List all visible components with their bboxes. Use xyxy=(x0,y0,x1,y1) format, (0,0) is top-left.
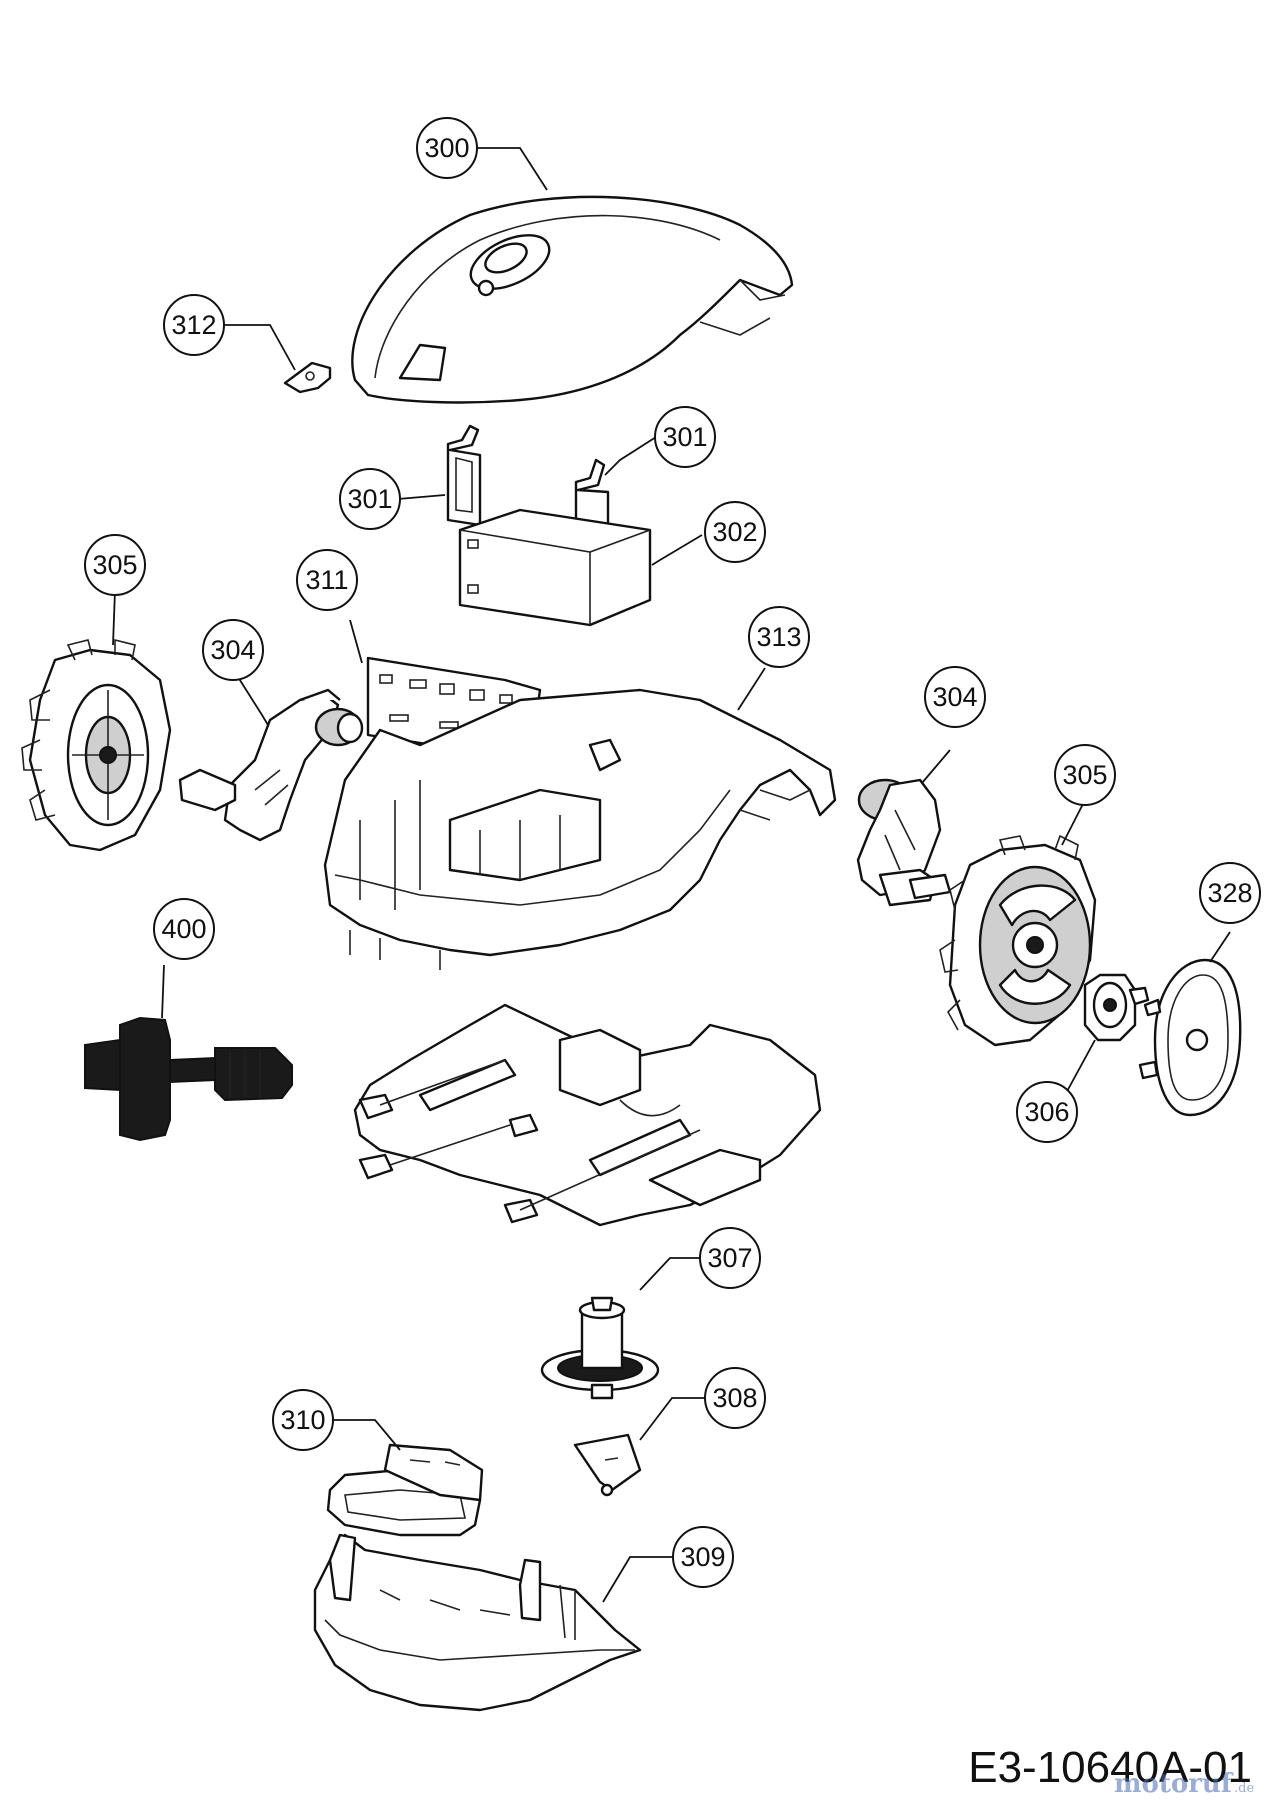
callout-400: 400 xyxy=(153,898,215,960)
part-313-chassis xyxy=(323,688,837,970)
callout-label: 301 xyxy=(662,422,707,452)
part-308-blade-plate xyxy=(573,1433,642,1497)
callout-300: 300 xyxy=(416,117,478,179)
callout-label: 307 xyxy=(707,1243,752,1273)
callout-311: 311 xyxy=(296,549,358,611)
leader-lines xyxy=(112,147,1231,1603)
callout-302: 302 xyxy=(704,501,766,563)
part-328-wheel-cap xyxy=(1138,958,1242,1117)
callout-304-right: 304 xyxy=(924,666,986,728)
callout-label: 302 xyxy=(712,517,757,547)
part-300-top-cover xyxy=(351,195,794,404)
callout-301-left: 301 xyxy=(339,468,401,530)
callout-307: 307 xyxy=(699,1227,761,1289)
part-304-gearbox-left xyxy=(178,688,364,842)
part-302-battery xyxy=(458,508,652,627)
part-305-wheel-left xyxy=(21,638,172,852)
callout-label: 300 xyxy=(424,133,469,163)
callout-label: 306 xyxy=(1024,1097,1069,1127)
watermark-suffix: .de xyxy=(1234,1781,1254,1796)
callout-label: 328 xyxy=(1207,878,1252,908)
document-code: E3-10640A-01 xyxy=(968,1743,1252,1792)
callout-label: 308 xyxy=(712,1383,757,1413)
callout-305-left: 305 xyxy=(84,534,146,596)
callout-label: 301 xyxy=(347,484,392,514)
callout-label: 311 xyxy=(305,565,348,595)
callout-312: 312 xyxy=(163,294,225,356)
callout-301-right: 301 xyxy=(654,406,716,468)
callout-313: 313 xyxy=(748,606,810,668)
callout-306: 306 xyxy=(1016,1081,1078,1143)
part-307-blade-motor xyxy=(540,1296,660,1400)
callout-label: 312 xyxy=(171,310,216,340)
part-306-wheel-hub xyxy=(1083,973,1150,1042)
part-304-gearbox-right xyxy=(856,778,952,907)
part-309-base-shell xyxy=(313,1533,642,1712)
callout-label: 309 xyxy=(680,1542,725,1572)
part-312-clip xyxy=(283,361,332,394)
callout-label: 305 xyxy=(1062,760,1107,790)
callout-label: 304 xyxy=(210,635,255,665)
callout-305-right: 305 xyxy=(1054,744,1116,806)
callout-309: 309 xyxy=(672,1526,734,1588)
callout-label: 304 xyxy=(932,682,977,712)
callout-label: 400 xyxy=(161,914,206,944)
callout-310: 310 xyxy=(272,1389,334,1451)
part-400-drive-assembly xyxy=(84,1016,293,1142)
callout-label: 313 xyxy=(756,622,801,652)
callout-label: 310 xyxy=(280,1405,325,1435)
part-310-bumper xyxy=(326,1443,484,1537)
callout-308: 308 xyxy=(704,1367,766,1429)
callout-label: 305 xyxy=(92,550,137,580)
watermark-brand: motoruf xyxy=(1114,1769,1234,1799)
part-301-bracket-left xyxy=(446,424,482,527)
part-305-wheel-right xyxy=(939,834,1097,1047)
lower-frame-assembly xyxy=(353,1003,822,1227)
callout-328: 328 xyxy=(1199,862,1261,924)
callout-304-left: 304 xyxy=(202,619,264,681)
